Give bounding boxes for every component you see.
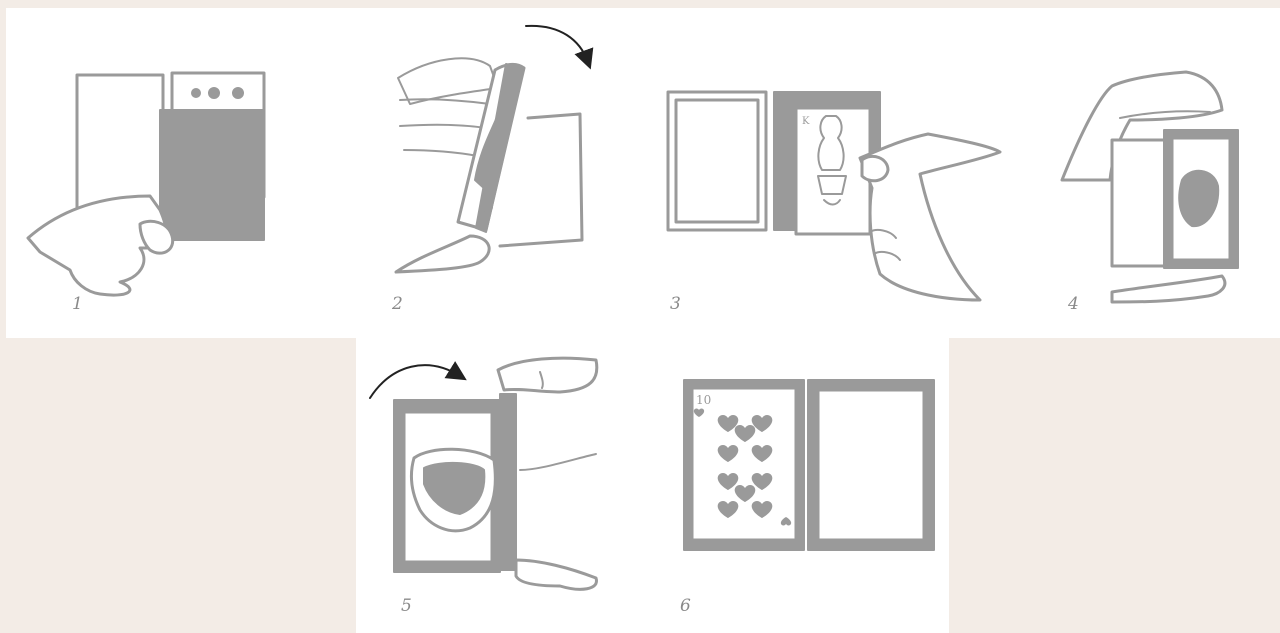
step-2-illustration: [396, 26, 588, 272]
thumb: [1112, 276, 1225, 302]
fingertip: [498, 358, 597, 392]
thumb: [516, 560, 597, 589]
thumb: [396, 236, 489, 272]
step-6-illustration: 10: [684, 380, 934, 550]
fingers-top: [398, 58, 498, 104]
step-number-5: 5: [401, 596, 412, 616]
step-4-illustration: [1062, 72, 1238, 302]
flip-arrow: [526, 26, 588, 62]
step-3-illustration: K: [668, 92, 1000, 300]
step-1-illustration: [28, 73, 264, 295]
turn-arrow: [370, 365, 460, 398]
step-number-1: 1: [72, 294, 83, 314]
case-spine: [500, 394, 516, 570]
card-back: [160, 110, 264, 240]
card-revealed: [692, 388, 796, 540]
step-number-4: 4: [1068, 294, 1079, 314]
step-number-6: 6: [680, 596, 691, 616]
case-outline: [500, 114, 582, 246]
step-number-3: 3: [670, 294, 681, 314]
card-rank: 10: [696, 393, 711, 407]
svg-text:K: K: [802, 116, 810, 127]
step-number-2: 2: [392, 294, 403, 314]
case-left: [668, 92, 766, 230]
step-5-illustration: [370, 358, 597, 589]
